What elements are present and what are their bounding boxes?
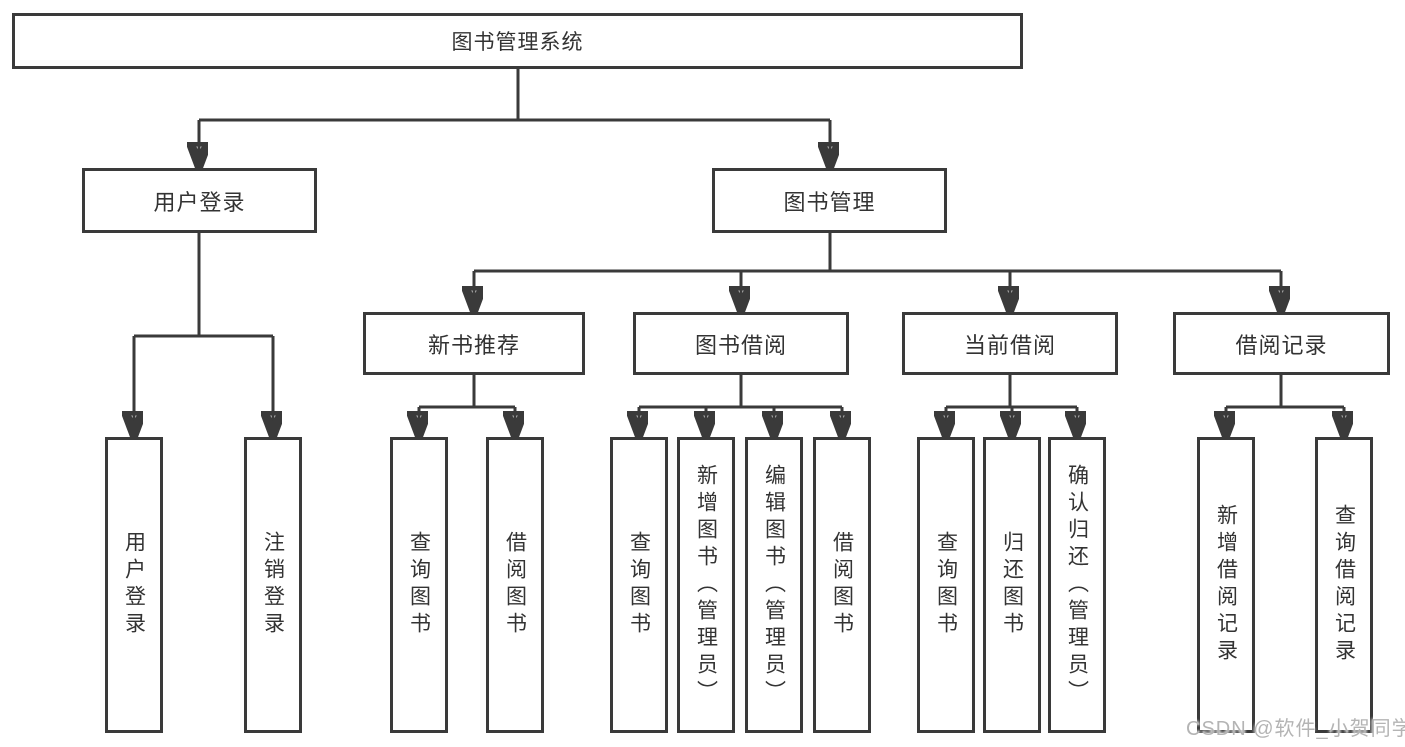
node-borrow-record-label: 借阅记录 xyxy=(1235,332,1328,358)
leaf-borrow-books-2-label: 借阅图书 xyxy=(830,531,854,639)
connector-user-login-to-leaves xyxy=(134,233,273,435)
leaf-confirm-return-admin-label: 确认归还（管理员） xyxy=(1065,463,1089,707)
node-current-borrow-label: 当前借阅 xyxy=(963,332,1056,358)
leaf-edit-books-admin-label: 编辑图书（管理员） xyxy=(762,463,786,707)
leaf-logout: 注销登录 xyxy=(244,437,302,733)
connector-new-book-to-leaves xyxy=(419,375,515,435)
leaf-query-borrow-record-label: 查询借阅记录 xyxy=(1332,504,1356,666)
node-new-book-recommend-label: 新书推荐 xyxy=(427,332,520,358)
leaf-query-books-2-label: 查询图书 xyxy=(627,531,651,639)
node-user-login-label: 用户登录 xyxy=(153,189,246,215)
node-book-borrow: 图书借阅 xyxy=(633,312,849,375)
leaf-confirm-return-admin: 确认归还（管理员） xyxy=(1048,437,1106,733)
node-borrow-record: 借阅记录 xyxy=(1173,312,1390,375)
node-current-borrow: 当前借阅 xyxy=(902,312,1118,375)
connector-book-borrow-to-leaves xyxy=(639,375,842,435)
node-user-login: 用户登录 xyxy=(82,168,317,233)
leaf-query-borrow-record: 查询借阅记录 xyxy=(1315,437,1373,733)
leaf-logout-label: 注销登录 xyxy=(261,531,285,639)
connector-current-borrow-to-leaves xyxy=(946,375,1077,435)
connector-borrow-record-to-leaves xyxy=(1226,375,1344,435)
leaf-add-borrow-record-label: 新增借阅记录 xyxy=(1214,504,1238,666)
leaf-query-books-3: 查询图书 xyxy=(917,437,975,733)
leaf-borrow-books-1: 借阅图书 xyxy=(486,437,544,733)
node-root-label: 图书管理系统 xyxy=(451,31,584,54)
leaf-add-books-admin-label: 新增图书（管理员） xyxy=(694,463,718,707)
connector-book-management-to-sections xyxy=(474,233,1281,310)
node-root: 图书管理系统 xyxy=(12,13,1023,69)
node-book-management-label: 图书管理 xyxy=(783,189,876,215)
leaf-query-books-3-label: 查询图书 xyxy=(934,531,958,639)
leaf-add-books-admin: 新增图书（管理员） xyxy=(677,437,735,733)
leaf-user-login: 用户登录 xyxy=(105,437,163,733)
csdn-watermark: CSDN @软件_小贺同学 xyxy=(1186,718,1405,740)
leaf-user-login-label: 用户登录 xyxy=(122,531,146,639)
leaf-add-borrow-record: 新增借阅记录 xyxy=(1197,437,1255,733)
leaf-edit-books-admin: 编辑图书（管理员） xyxy=(745,437,803,733)
leaf-return-books: 归还图书 xyxy=(983,437,1041,733)
leaf-query-books-2: 查询图书 xyxy=(610,437,668,733)
leaf-borrow-books-2: 借阅图书 xyxy=(813,437,871,733)
node-book-management: 图书管理 xyxy=(712,168,947,233)
node-new-book-recommend: 新书推荐 xyxy=(363,312,585,375)
leaf-borrow-books-1-label: 借阅图书 xyxy=(503,531,527,639)
node-book-borrow-label: 图书借阅 xyxy=(694,332,787,358)
connector-root-to-branches xyxy=(199,69,830,166)
leaf-return-books-label: 归还图书 xyxy=(1000,531,1024,639)
leaf-query-books-1: 查询图书 xyxy=(390,437,448,733)
leaf-query-books-1-label: 查询图书 xyxy=(407,531,431,639)
